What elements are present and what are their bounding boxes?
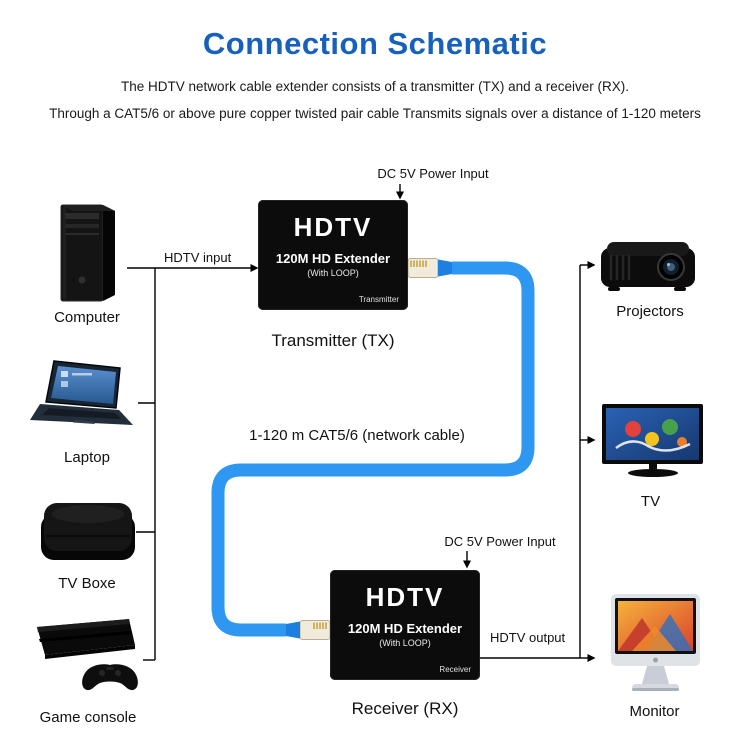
transmitter-port-label: Transmitter bbox=[358, 295, 399, 304]
transmitter-model: 120M HD Extender bbox=[275, 251, 391, 266]
receiver-box: HDTV 120M HD Extender (With LOOP) Receiv… bbox=[330, 570, 480, 680]
transmitter-caption: Transmitter (TX) bbox=[271, 331, 395, 350]
game-console-label: Game console bbox=[39, 709, 137, 726]
receiver-caption: Receiver (RX) bbox=[351, 699, 459, 718]
page-title: Connection Schematic bbox=[202, 26, 548, 61]
receiver-model: 120M HD Extender bbox=[347, 621, 463, 636]
subtitle-line-2: Through a CAT5/6 or above pure copper tw… bbox=[49, 106, 701, 121]
receiver-port-label: Receiver bbox=[439, 665, 471, 674]
tv-icon bbox=[602, 404, 703, 477]
laptop-icon bbox=[30, 360, 133, 425]
projector-icon bbox=[601, 242, 695, 291]
rj45-connector-tx-icon bbox=[407, 258, 452, 278]
tv-box-label: TV Boxe bbox=[58, 575, 116, 592]
tv-box-icon bbox=[41, 503, 135, 560]
transmitter-box: HDTV 120M HD Extender (With LOOP) Transm… bbox=[258, 200, 408, 310]
monitor-icon bbox=[611, 594, 700, 691]
computer-icon bbox=[60, 204, 115, 302]
tv-label: TV bbox=[640, 493, 661, 510]
projectors-label: Projectors bbox=[616, 303, 684, 320]
cable-label: 1-120 m CAT5/6 (network cable) bbox=[249, 427, 465, 444]
laptop-label: Laptop bbox=[64, 449, 110, 466]
ethernet-cable bbox=[211, 261, 535, 637]
tx-power-label: DC 5V Power Input bbox=[377, 166, 489, 181]
game-console-icon bbox=[37, 619, 138, 691]
receiver-brand-logo: HDTV bbox=[365, 582, 445, 612]
computer-label: Computer bbox=[54, 309, 120, 326]
transmitter-brand-logo: HDTV bbox=[293, 212, 373, 242]
signal-lines bbox=[127, 184, 596, 662]
transmitter-variant: (With LOOP) bbox=[307, 268, 359, 278]
subtitle-line-1: The HDTV network cable extender consists… bbox=[121, 79, 629, 94]
rx-power-label: DC 5V Power Input bbox=[444, 534, 556, 549]
receiver-variant: (With LOOP) bbox=[379, 638, 431, 648]
rj45-connector-rx-icon bbox=[286, 620, 331, 640]
hdtv-input-label: HDTV input bbox=[164, 250, 232, 265]
monitor-label: Monitor bbox=[629, 703, 680, 720]
hdtv-output-label: HDTV output bbox=[490, 630, 566, 645]
